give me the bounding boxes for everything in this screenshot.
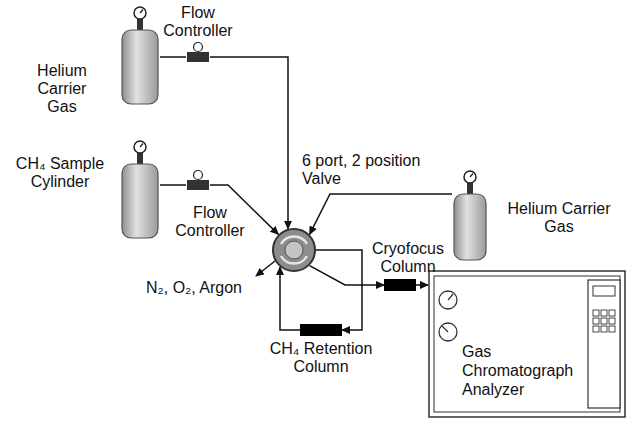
gauge-needle <box>140 144 143 148</box>
retention-column: CH₄ Retention Column <box>300 324 342 336</box>
component-label: CH₄ Retention Column <box>259 340 383 376</box>
component-label: CH₄ Sample Cylinder <box>10 155 110 191</box>
gas-line <box>416 284 428 286</box>
controller-body <box>187 52 209 62</box>
vent-arrow <box>256 261 275 276</box>
cryofocus-column: Cryofocus Column <box>384 279 416 291</box>
gas-cylinder: CH₄ Sample Cylinder <box>120 140 160 240</box>
keypad-key <box>609 318 615 324</box>
display-window <box>593 286 615 296</box>
keypad-key <box>593 310 599 316</box>
controller-body <box>187 180 209 190</box>
col-shape <box>384 279 416 291</box>
instrument-frame <box>434 276 620 412</box>
component-label: Helium Carrier Gas <box>496 200 622 236</box>
component-label: Flow Controller <box>148 4 248 40</box>
flow-controller: Flow Controller <box>186 42 210 62</box>
gas-line <box>280 267 300 330</box>
cyl-shape <box>120 6 160 106</box>
pressure-gauge <box>134 141 146 153</box>
component-label: Cryofocus Column <box>368 240 448 276</box>
cylinder-valve <box>137 19 143 31</box>
pressure-gauge <box>134 7 146 19</box>
fc-shape <box>186 42 210 62</box>
column-body <box>384 279 416 291</box>
gas-line <box>160 56 186 58</box>
gas-line <box>310 266 384 285</box>
gas-line <box>316 250 362 330</box>
component-label: Helium Carrier Gas <box>22 62 102 116</box>
component-label: Flow Controller <box>160 204 260 240</box>
gauge-needle <box>442 326 448 332</box>
instrument-housing <box>429 271 625 417</box>
col-shape <box>300 324 342 336</box>
gas-cylinder: Helium Carrier Gas <box>120 6 160 106</box>
gauge-needle <box>140 10 143 14</box>
keypad-key <box>601 310 607 316</box>
keypad-key <box>609 310 615 316</box>
fc-shape <box>186 170 210 190</box>
six-port-valve: 6 port, 2 position Valve <box>272 228 316 272</box>
keypad-key <box>601 318 607 324</box>
cylinder-valve <box>137 153 143 165</box>
valve-rotor <box>285 241 303 259</box>
keypad-key <box>593 318 599 324</box>
pressure-gauge <box>194 43 203 52</box>
valve-shape <box>272 228 316 272</box>
cyl-shape <box>452 170 488 262</box>
valve-body <box>273 229 315 271</box>
gc-shape <box>428 270 626 418</box>
control-panel <box>588 280 620 408</box>
flow-controller: Flow Controller <box>186 170 210 190</box>
keypad-key <box>593 326 599 332</box>
cylinder-body <box>122 164 158 238</box>
gauge-needle <box>470 174 473 178</box>
gc-analyzer: Gas Chromatograph Analyzer <box>428 270 626 418</box>
gas-line <box>210 57 288 229</box>
cyl-shape <box>120 140 160 240</box>
keypad-key <box>601 326 607 332</box>
gas-line <box>160 184 186 186</box>
vent-label: N₂, O₂, Argon <box>146 279 242 297</box>
cylinder-valve <box>467 183 473 195</box>
gauge-needle <box>448 294 453 300</box>
cylinder-body <box>454 194 486 260</box>
component-label: Gas Chromatograph Analyzer <box>462 342 582 399</box>
gas-line <box>310 194 452 234</box>
instrument-gauge <box>439 291 457 309</box>
instrument-gauge <box>439 323 457 341</box>
gas-cylinder: Helium Carrier Gas <box>452 170 488 262</box>
keypad-key <box>609 326 615 332</box>
cylinder-body <box>122 30 158 104</box>
component-label: 6 port, 2 position Valve <box>302 152 442 188</box>
column-body <box>300 324 342 336</box>
pressure-gauge <box>194 171 203 180</box>
pressure-gauge <box>464 171 476 183</box>
